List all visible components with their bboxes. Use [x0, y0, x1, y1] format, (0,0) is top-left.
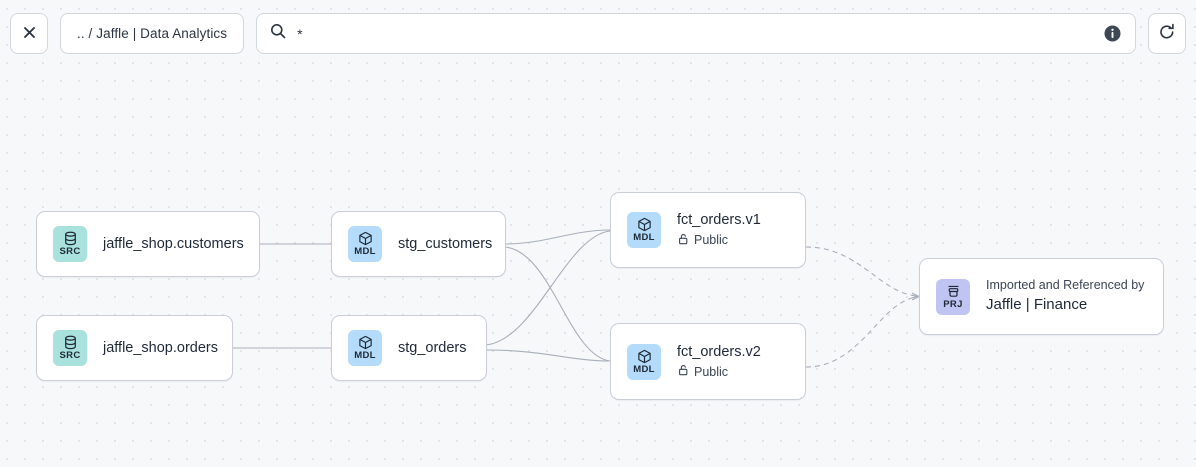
- node-title: stg_orders: [398, 339, 467, 356]
- toolbar: .. / Jaffle | Data Analytics: [0, 0, 1196, 67]
- close-icon: [22, 25, 37, 43]
- node-title: stg_customers: [398, 235, 493, 252]
- node-title: fct_orders.v1: [677, 212, 761, 229]
- database-icon: [63, 335, 78, 350]
- node-title: Jaffle | Finance: [986, 296, 1088, 314]
- access-row: Public: [677, 364, 761, 380]
- close-button[interactable]: [10, 13, 48, 54]
- badge-code: MDL: [354, 350, 376, 362]
- model-badge: MDL: [348, 330, 382, 366]
- node-stg-orders[interactable]: MDL stg_orders: [331, 315, 487, 381]
- search-field[interactable]: [256, 13, 1136, 54]
- project-box-icon: [946, 284, 961, 299]
- access-label: Public: [694, 364, 729, 379]
- node-jaffle-shop-orders[interactable]: SRC jaffle_shop.orders: [36, 315, 233, 381]
- source-badge: SRC: [53, 330, 87, 366]
- node-jaffle-finance-project[interactable]: PRJ Imported and Referenced by Jaffle | …: [919, 258, 1164, 335]
- database-icon: [63, 231, 78, 246]
- unlocked-padlock-icon: [677, 233, 689, 249]
- model-badge: MDL: [348, 226, 382, 262]
- access-label: Public: [694, 233, 729, 248]
- badge-code: MDL: [633, 363, 655, 375]
- source-badge: SRC: [53, 226, 87, 262]
- node-jaffle-shop-customers[interactable]: SRC jaffle_shop.customers: [36, 211, 260, 277]
- unlocked-padlock-icon: [677, 364, 689, 380]
- badge-code: SRC: [59, 246, 81, 258]
- badge-code: PRJ: [943, 298, 963, 310]
- cube-icon: [637, 349, 652, 364]
- model-badge: MDL: [627, 212, 661, 248]
- badge-code: MDL: [633, 232, 655, 244]
- search-input[interactable]: [297, 25, 1093, 42]
- project-badge: PRJ: [936, 278, 970, 315]
- node-stg-customers[interactable]: MDL stg_customers: [331, 211, 506, 277]
- model-badge: MDL: [627, 343, 661, 380]
- badge-code: SRC: [59, 350, 81, 362]
- cube-icon: [358, 335, 373, 350]
- node-title: fct_orders.v2: [677, 343, 761, 360]
- breadcrumb[interactable]: .. / Jaffle | Data Analytics: [60, 13, 245, 54]
- search-icon: [270, 23, 286, 44]
- access-row: Public: [677, 233, 761, 249]
- node-fct-orders-v1[interactable]: MDL fct_orders.v1 Public: [610, 192, 806, 268]
- cube-icon: [358, 231, 373, 246]
- refresh-button[interactable]: [1148, 13, 1186, 54]
- node-eyebrow: Imported and Referenced by: [986, 278, 1145, 293]
- node-title: jaffle_shop.orders: [103, 339, 219, 356]
- refresh-icon: [1158, 23, 1176, 44]
- badge-code: MDL: [354, 246, 376, 258]
- node-fct-orders-v2[interactable]: MDL fct_orders.v2 Public: [610, 323, 806, 400]
- info-circle-icon[interactable]: [1104, 25, 1121, 42]
- node-title: jaffle_shop.customers: [103, 235, 244, 252]
- cube-icon: [637, 217, 652, 232]
